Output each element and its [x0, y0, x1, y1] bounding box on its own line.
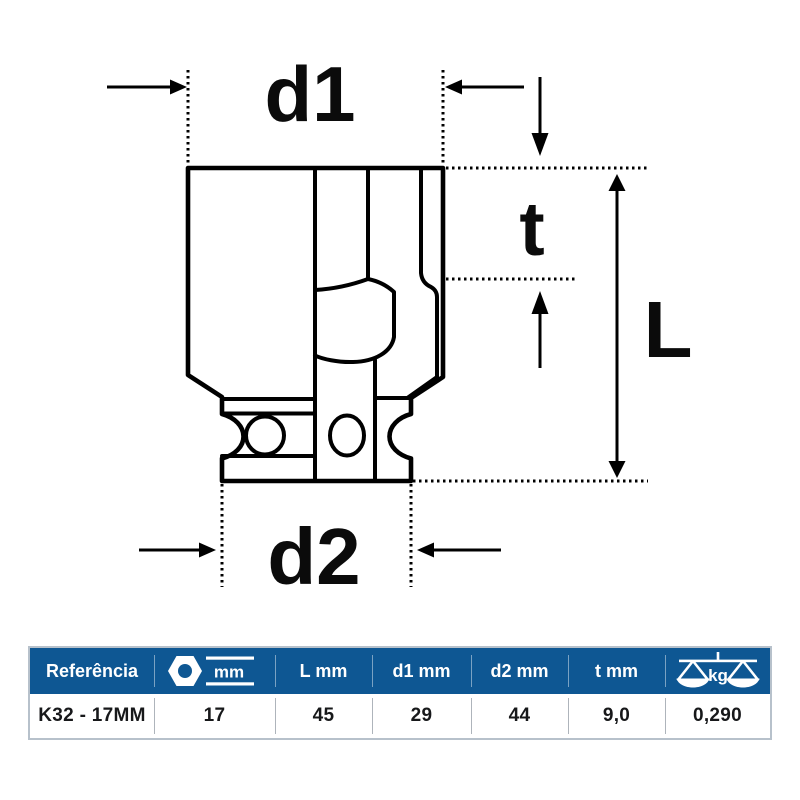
col-header-d2-label: d2 mm: [490, 660, 549, 681]
col-header-l-label: L mm: [299, 660, 348, 681]
hex-recess-lines: [313, 166, 439, 483]
spec-table: Referência mm L mm d1 mm d2 mm: [28, 646, 772, 740]
col-header-d1-mm: d1 mm: [372, 648, 471, 694]
t-arrow-up: [531, 291, 549, 368]
l-dimension-arrow: [608, 174, 626, 478]
col-header-t-mm: t mm: [568, 648, 665, 694]
col-header-d1-label: d1 mm: [392, 660, 451, 681]
dim-label-L: L: [644, 285, 693, 374]
pin-hole: [328, 413, 366, 458]
col-header-referencia-label: Referência: [45, 660, 139, 681]
weight-scale-icon: kg: [675, 652, 760, 688]
col-header-weight: kg: [665, 648, 770, 694]
dim-label-d2: d2: [267, 512, 360, 601]
col-header-l-mm: L mm: [275, 648, 372, 694]
col-header-t-label: t mm: [594, 660, 638, 681]
dim-label-d1: d1: [264, 50, 355, 138]
cell-weight-kg: 0,290: [665, 694, 770, 738]
cell-t-mm: 9,0: [568, 694, 665, 738]
drive-end-lines: [220, 396, 413, 458]
ball-detent-hole: [244, 414, 286, 457]
dimension-annotations: d1 t L d2: [107, 50, 692, 601]
spec-table-row: K32 - 17MM 17 45 29 44 9,0 0,290: [30, 694, 770, 738]
cell-d1-mm: 29: [372, 694, 471, 738]
col-header-kg-label: kg: [708, 666, 728, 685]
socket-body: [185, 165, 446, 484]
d1-arrow-right: [445, 79, 524, 95]
d1-arrow-left: [107, 79, 187, 95]
cell-l-mm: 45: [275, 694, 372, 738]
cell-referencia: K32 - 17MM: [38, 705, 146, 726]
cell-hex-mm: 17: [154, 694, 275, 738]
hex-nut-icon: mm: [167, 656, 254, 686]
t-arrow-down: [531, 77, 549, 156]
d2-arrow-right: [417, 542, 501, 558]
d2-arrow-left: [139, 542, 216, 558]
col-header-referencia: Referência: [30, 648, 154, 694]
cell-d2-mm: 44: [471, 694, 568, 738]
col-header-hex-size: mm: [154, 648, 275, 694]
dim-label-t: t: [519, 187, 544, 272]
col-header-hex-unit-label: mm: [213, 663, 243, 682]
spec-table-header: Referência mm L mm d1 mm d2 mm: [30, 648, 770, 694]
col-header-d2-mm: d2 mm: [471, 648, 568, 694]
